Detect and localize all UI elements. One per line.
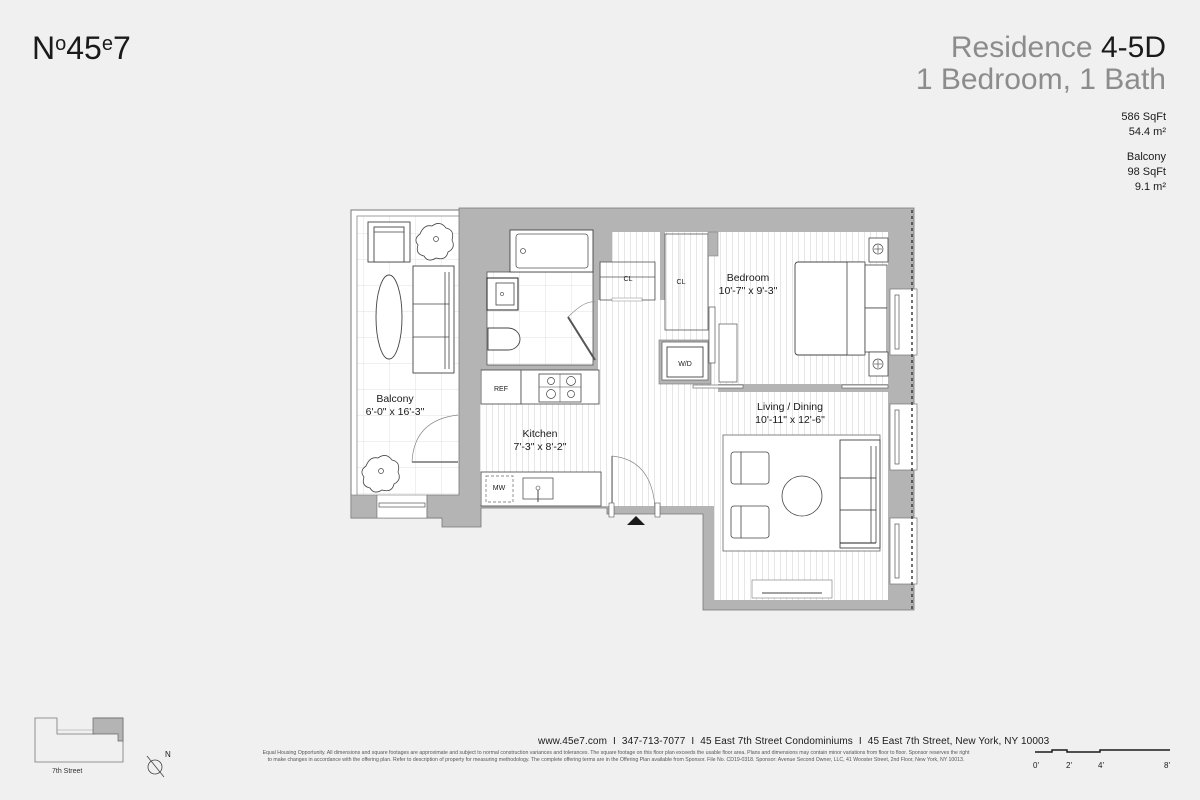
interior-sqft: 586 SqFt — [1121, 111, 1166, 123]
unit-number: 4-5D — [1100, 31, 1166, 64]
balcony-dims: 6'-0" x 16'-3" — [366, 406, 425, 418]
street-label: 7th Street — [52, 768, 83, 775]
kitchen-name: Kitchen — [522, 428, 557, 440]
scale-label-8: 8' — [1164, 761, 1170, 770]
legal-disclaimer: Equal Housing Opportunity. All dimension… — [262, 750, 970, 763]
balcony-m2: 9.1 m² — [1134, 181, 1166, 193]
interior-floors — [411, 229, 889, 600]
balcony-area — [350, 209, 461, 519]
living-dims: 10'-11" x 12'-6" — [755, 414, 825, 426]
ref-label: REF — [494, 386, 508, 393]
balcony-name: Balcony — [376, 393, 414, 405]
scale-bar — [1035, 749, 1170, 753]
scale-label-4: 4' — [1098, 761, 1104, 770]
phone-number[interactable]: 347-713-7077 — [621, 736, 686, 747]
key-plan — [34, 717, 124, 763]
bedroom-name: Bedroom — [727, 272, 770, 284]
unit-layout: 1 Bedroom, 1 Bath — [915, 63, 1166, 96]
scale-label-2: 2' — [1066, 761, 1072, 770]
balcony-sqft: 98 SqFt — [1127, 166, 1166, 178]
closet-label-2: CL — [677, 279, 686, 286]
north-arrow-icon: N — [146, 750, 171, 778]
entry-arrow-icon — [627, 516, 645, 525]
mw-label: MW — [493, 485, 506, 492]
scale-label-0: 0' — [1033, 761, 1039, 770]
website-link[interactable]: www.45e7.com — [538, 736, 608, 747]
wd-label: W/D — [678, 361, 692, 368]
residence-title: Residence 4-5D 1 Bedroom, 1 Bath — [916, 32, 1166, 96]
residence-heading: Residence 4-5D — [950, 31, 1166, 64]
right-windows — [889, 210, 918, 610]
living-name: Living / Dining — [757, 401, 823, 413]
svg-text:N: N — [165, 750, 171, 759]
brand-logo: No45e7 — [32, 30, 131, 66]
closet-label-1: CL — [624, 276, 633, 283]
bedroom-dims: 10'-7" x 9'-3" — [719, 285, 778, 297]
area-stats: 586 SqFt 54.4 m² Balcony 98 SqFt 9.1 m² — [1121, 110, 1166, 195]
kitchen-dims: 7'-3" x 8'-2" — [514, 441, 567, 453]
balcony-label: Balcony — [1126, 151, 1166, 163]
interior-m2: 54.4 m² — [1128, 126, 1166, 138]
project-address: 45 East 7th Street, New York, NY 10003 — [867, 736, 1050, 747]
project-name: 45 East 7th Street Condominiums — [700, 736, 853, 747]
